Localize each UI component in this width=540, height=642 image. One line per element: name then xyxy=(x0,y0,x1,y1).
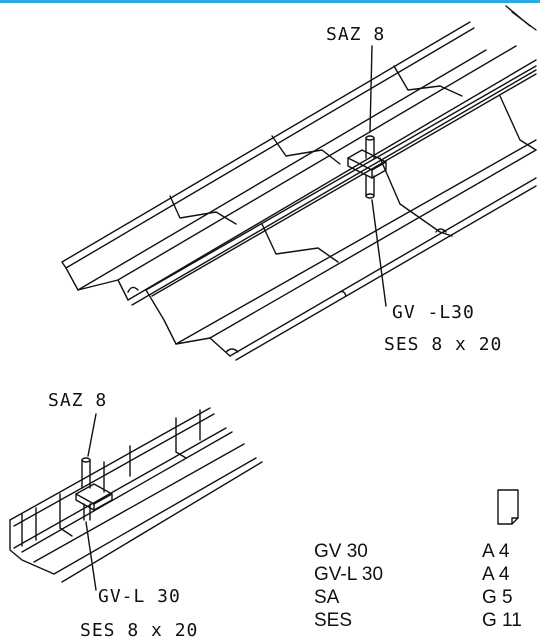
legend-code: SES xyxy=(314,610,353,631)
top-right-tray xyxy=(127,5,537,361)
bottom-tray xyxy=(9,407,263,583)
top-gv-label: GV -L30 xyxy=(392,302,475,323)
legend-code: GV 30 xyxy=(314,541,368,562)
legend-ref: A 4 xyxy=(482,541,510,562)
legend-ref: A 4 xyxy=(482,564,510,585)
bottom-gv-label: GV-L 30 xyxy=(98,586,181,607)
top-ses-label: SES 8 x 20 xyxy=(384,334,502,355)
top-accent-bar xyxy=(0,0,540,3)
bottom-saz-label: SAZ 8 xyxy=(48,390,107,411)
legend-ref: G 11 xyxy=(482,610,522,631)
top-left-tray xyxy=(61,21,537,306)
top-saz-label: SAZ 8 xyxy=(326,24,385,45)
document-icon xyxy=(497,489,519,525)
legend-ref: G 5 xyxy=(482,587,513,608)
legend-codes: GV 30 GV-L 30 SA SES xyxy=(314,540,383,632)
legend-code: SA xyxy=(314,587,340,608)
top-connector xyxy=(347,135,387,199)
legend-code: GV-L 30 xyxy=(314,564,384,585)
legend-refs: A 4 A 4 G 5 G 11 xyxy=(482,540,522,632)
bottom-ses-label: SES 8 x 20 xyxy=(80,620,198,641)
